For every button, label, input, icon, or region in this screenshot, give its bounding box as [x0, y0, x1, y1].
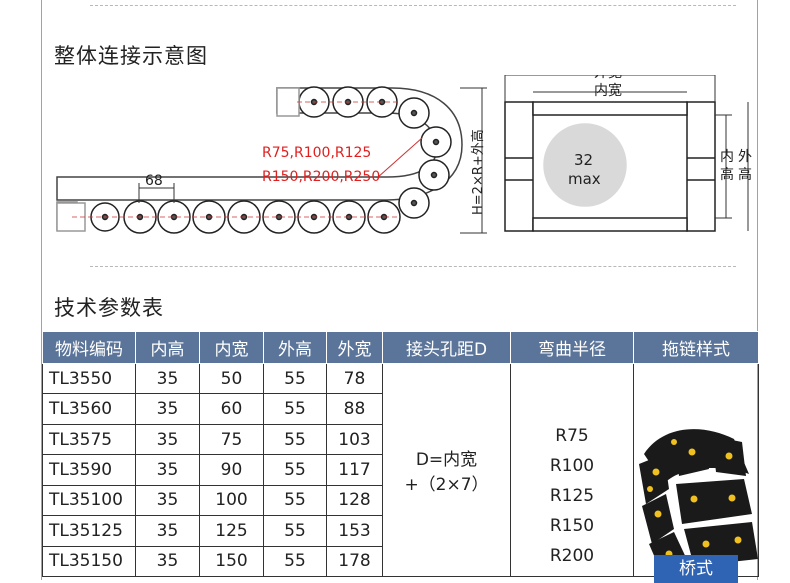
cell-inner-width: 60: [199, 393, 264, 425]
cell-outer-height: 55: [263, 362, 327, 395]
cell-code: TL35100: [42, 484, 136, 517]
page-frame-right: [757, 0, 758, 580]
section-title-diagram: 整体连接示意图: [54, 44, 208, 68]
circle-unit: max: [568, 170, 601, 188]
header-chain-style: 拖链样式: [633, 331, 759, 364]
height-formula-label: H=2×R+外高: [470, 129, 486, 215]
cell-inner-height: 35: [135, 515, 200, 547]
cell-inner-height: 35: [135, 423, 200, 456]
cell-outer-width: 153: [326, 515, 383, 547]
outer-height-label-2: 高: [738, 166, 752, 183]
cell-code: TL3550: [42, 362, 136, 395]
cell-code: TL3560: [42, 393, 136, 425]
radius-item: R150: [549, 516, 595, 536]
cell-outer-width: 128: [326, 484, 383, 517]
cell-inner-height: 35: [135, 484, 200, 517]
table-row: TL35125 35 125 55 153: [42, 515, 759, 547]
radius-item: R100: [549, 456, 595, 476]
cell-code: TL3575: [42, 423, 136, 456]
table-row: TL3575 35 75 55 103: [42, 423, 759, 456]
table-row: TL3560 35 60 55 88: [42, 393, 759, 425]
header-bend-radius: 弯曲半径: [510, 331, 634, 364]
cell-code: TL3590: [42, 454, 136, 486]
header-outer-height: 外高: [263, 331, 327, 364]
cell-outer-width: 117: [326, 454, 383, 486]
header-hole-distance: 接头孔距D: [382, 331, 511, 364]
cell-code: TL35150: [42, 545, 136, 578]
cell-outer-height: 55: [263, 454, 327, 486]
table-row: TL35150 35 150 55 178: [42, 545, 759, 578]
inner-height-label-1: 内: [720, 149, 734, 165]
cell-inner-width: 90: [199, 454, 264, 486]
header-inner-height: 内高: [135, 331, 200, 364]
cell-inner-width: 100: [199, 484, 264, 517]
cell-outer-height: 55: [263, 393, 327, 425]
cell-outer-height: 55: [263, 545, 327, 578]
cell-inner-height: 35: [135, 454, 200, 486]
cell-outer-height: 55: [263, 515, 327, 547]
radius-item: R200: [549, 546, 595, 566]
cell-code: TL35125: [42, 515, 136, 547]
connection-diagram: 68 R75,R100,R125 R150,R200,R250 H=2×R+外高…: [42, 75, 757, 245]
chain-style-badge: 桥式: [654, 555, 738, 583]
spec-table: 物料编码 内高 内宽 外高 外宽 接头孔距D 弯曲半径 拖链样式 TL3550 …: [42, 331, 759, 583]
table-header-row: 物料编码 内高 内宽 外高 外宽 接头孔距D 弯曲半径 拖链样式: [42, 331, 759, 364]
cell-inner-height: 35: [135, 393, 200, 425]
divider-top: [90, 5, 736, 6]
table-row: TL3590 35 90 55 117: [42, 454, 759, 486]
inner-height-label-2: 高: [720, 166, 734, 183]
cell-chain-style: 桥式: [633, 363, 759, 583]
outer-width-label: 外宽: [594, 75, 622, 81]
cell-outer-width: 103: [326, 423, 383, 456]
cell-inner-height: 35: [135, 362, 200, 395]
radius-item: R75: [555, 426, 589, 446]
divider-middle: [90, 266, 736, 267]
pitch-label: 68: [145, 173, 163, 189]
cell-outer-width: 178: [326, 545, 383, 578]
cell-inner-width: 50: [199, 362, 264, 395]
cell-outer-width: 78: [326, 362, 383, 395]
header-material-code: 物料编码: [42, 331, 136, 364]
cell-outer-height: 55: [263, 423, 327, 456]
table-row: TL3550 35 50 55 78 D=内宽+（2×7） R75 R100 R…: [42, 362, 759, 583]
cell-inner-width: 150: [199, 545, 264, 578]
diagram-svg: 68 R75,R100,R125 R150,R200,R250 H=2×R+外高…: [56, 75, 752, 234]
drag-chain-image: [639, 429, 758, 574]
chain-links-bottom: [56, 86, 452, 234]
outer-height-label-1: 外: [738, 149, 752, 165]
cell-inner-width: 75: [199, 423, 264, 456]
cell-outer-width: 88: [326, 393, 383, 425]
header-outer-width: 外宽: [326, 331, 383, 364]
radius-label-2: R150,R200,R250: [262, 169, 380, 185]
chain-cross-section: [504, 101, 716, 232]
inner-width-label: 内宽: [594, 82, 622, 99]
cell-inner-width: 125: [199, 515, 264, 547]
cell-inner-height: 35: [135, 545, 200, 578]
radius-label-1: R75,R100,R125: [262, 145, 371, 161]
circle-value: 32: [574, 151, 593, 169]
cell-outer-height: 55: [263, 484, 327, 517]
page-frame-left: [41, 0, 42, 580]
radius-item: R125: [549, 486, 595, 506]
header-inner-width: 内宽: [199, 331, 264, 364]
chain-style-image: 桥式: [634, 364, 758, 583]
cell-bend-radius: R75 R100 R125 R150 R200: [510, 363, 634, 577]
cell-hole-distance: D=内宽+（2×7）: [382, 363, 511, 577]
section-title-table: 技术参数表: [54, 296, 164, 320]
